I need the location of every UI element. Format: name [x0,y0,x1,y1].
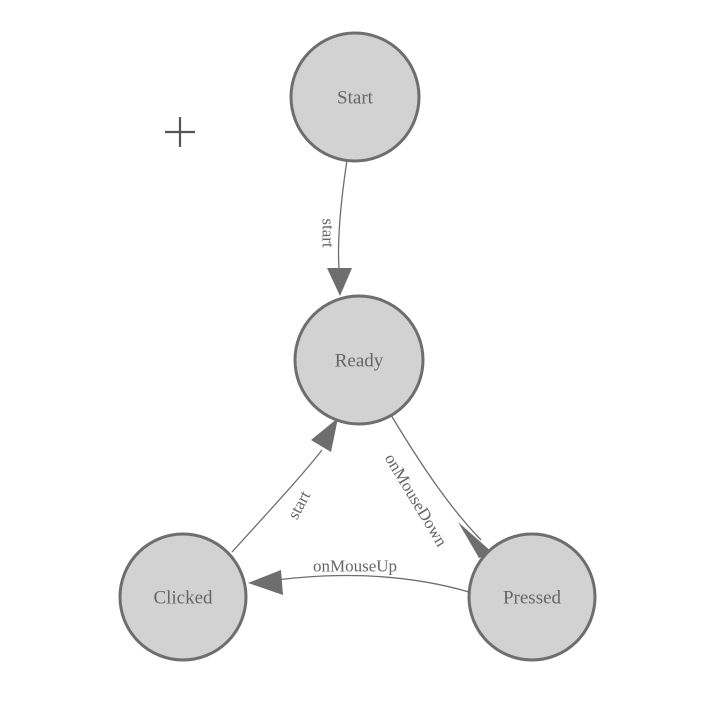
node-ready-label: Ready [335,351,384,372]
edge-clicked-to-ready-path [231,449,323,553]
edge-label-ready-to-pressed: onMouseDown [381,450,452,550]
node-start[interactable]: Start [289,31,421,163]
node-pressed[interactable]: Pressed [467,532,597,662]
edge-start-to-ready-arrowhead [327,268,352,296]
edge-clicked-to-ready-arrowhead [311,418,338,452]
edge-start-to-ready[interactable]: start [319,159,353,296]
edge-label-clicked-to-ready: start [284,487,315,522]
edge-clicked-to-ready[interactable]: start [231,418,338,553]
edge-pressed-to-clicked[interactable]: onMouseUp [248,557,470,596]
node-pressed-circle[interactable] [467,532,597,662]
node-clicked-label: Clicked [153,588,213,609]
node-ready-circle[interactable] [293,294,425,426]
node-clicked[interactable]: Clicked [118,532,248,662]
edge-start-to-ready-path [337,159,348,269]
node-ready[interactable]: Ready [293,294,425,426]
edge-ready-to-pressed-path [390,414,482,541]
edge-label-pressed-to-clicked: onMouseUp [313,557,397,576]
node-pressed-label: Pressed [503,588,562,609]
edge-ready-to-pressed-arrowhead [458,522,493,558]
node-clicked-circle[interactable] [118,532,248,662]
edge-ready-to-pressed[interactable]: onMouseDown [381,414,493,558]
crosshair-icon[interactable] [165,117,195,147]
edge-label-start-to-ready: start [319,218,338,248]
edge-pressed-to-clicked-arrowhead [248,570,283,595]
edge-pressed-to-clicked-path [261,574,470,593]
node-start-label: Start [337,88,374,109]
node-start-circle[interactable] [289,31,421,163]
